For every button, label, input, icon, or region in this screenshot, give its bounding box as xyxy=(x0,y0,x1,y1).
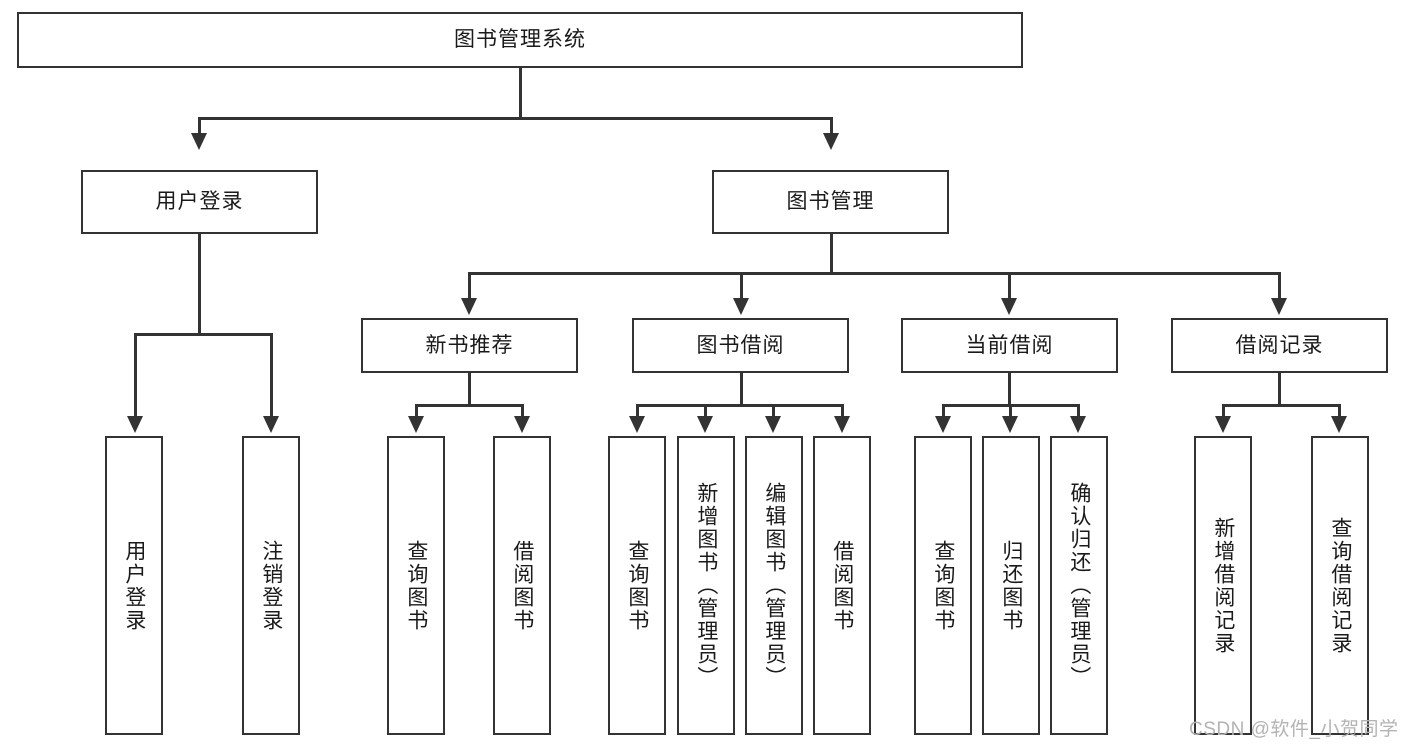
arrowhead-leaf-logout xyxy=(263,416,279,433)
leaf-nbr-query-book[interactable]: 查询图书 xyxy=(387,436,445,735)
connector-cb-drop-2 xyxy=(1009,404,1012,418)
connector-cb-stem xyxy=(1008,373,1011,406)
arrowhead-nbr-leaf-2 xyxy=(514,416,530,433)
arrowhead-current-borrow xyxy=(1001,298,1017,315)
node-label: 新增借阅记录 xyxy=(1211,516,1235,655)
node-label: 查询图书 xyxy=(625,539,649,632)
connector-br-bar xyxy=(1222,404,1340,407)
connector-cb-drop-1 xyxy=(942,404,945,418)
connector-br-drop-2 xyxy=(1338,404,1341,418)
node-borrow-record[interactable]: 借阅记录 xyxy=(1171,318,1388,373)
connector-nbr-bar xyxy=(415,404,523,407)
leaf-bb-add-book-admin[interactable]: 新增图书（管理员） xyxy=(677,436,735,735)
leaf-logout[interactable]: 注销登录 xyxy=(242,436,300,735)
node-new-book-recommend[interactable]: 新书推荐 xyxy=(361,318,578,373)
arrowhead-cb-leaf-1 xyxy=(935,416,951,433)
node-label: 新书推荐 xyxy=(425,333,514,357)
arrowhead-new-book-recommend xyxy=(461,298,477,315)
node-label: 用户登录 xyxy=(122,539,146,632)
node-label: 编辑图书（管理员） xyxy=(762,482,786,689)
arrowhead-book-management xyxy=(823,133,839,150)
connector-nbr-drop-2 xyxy=(521,404,524,418)
connector-nbr-stem xyxy=(468,373,471,406)
connector-root-stem xyxy=(519,68,522,118)
node-label: 确认归还（管理员） xyxy=(1067,482,1091,689)
connector-bb-bar xyxy=(636,404,843,407)
connector-user-login-drop-2 xyxy=(270,333,273,418)
connector-bb-stem xyxy=(740,373,743,406)
arrowhead-borrow-record xyxy=(1271,298,1287,315)
leaf-cb-confirm-return-admin[interactable]: 确认归还（管理员） xyxy=(1050,436,1108,735)
node-root-book-management-system[interactable]: 图书管理系统 xyxy=(17,12,1023,68)
connector-book-management-stem xyxy=(830,234,833,274)
connector-nbr-drop-1 xyxy=(415,404,418,418)
node-label: 当前借阅 xyxy=(965,333,1054,357)
connector-bb-drop-1 xyxy=(636,404,639,418)
connector-level2-drop-left xyxy=(198,117,201,135)
arrowhead-nbr-leaf-1 xyxy=(408,416,424,433)
node-book-management[interactable]: 图书管理 xyxy=(712,170,949,234)
leaf-user-login[interactable]: 用户登录 xyxy=(105,436,163,735)
node-label: 图书管理系统 xyxy=(454,28,586,52)
leaf-br-add-record[interactable]: 新增借阅记录 xyxy=(1194,436,1252,735)
arrowhead-leaf-user-login xyxy=(127,416,143,433)
connector-level3-bar xyxy=(468,272,1280,275)
arrowhead-user-login xyxy=(191,133,207,150)
leaf-cb-return-book[interactable]: 归还图书 xyxy=(982,436,1040,735)
node-label: 用户登录 xyxy=(155,190,244,214)
leaf-nbr-borrow-book[interactable]: 借阅图书 xyxy=(493,436,551,735)
arrowhead-bb-leaf-3 xyxy=(765,416,781,433)
leaf-cb-query-book[interactable]: 查询图书 xyxy=(914,436,972,735)
arrowhead-bb-leaf-1 xyxy=(629,416,645,433)
arrowhead-br-leaf-2 xyxy=(1331,416,1347,433)
leaf-bb-borrow-book[interactable]: 借阅图书 xyxy=(813,436,871,735)
leaf-bb-edit-book-admin[interactable]: 编辑图书（管理员） xyxy=(745,436,803,735)
arrowhead-book-borrow xyxy=(733,298,749,315)
connector-bb-drop-2 xyxy=(704,404,707,418)
node-label: 查询图书 xyxy=(404,539,428,632)
csdn-watermark: CSDN @软件_小贺同学 xyxy=(1189,719,1399,740)
node-user-login[interactable]: 用户登录 xyxy=(81,170,318,234)
node-book-borrow[interactable]: 图书借阅 xyxy=(632,318,849,373)
arrowhead-cb-leaf-2 xyxy=(1002,416,1018,433)
connector-bb-drop-3 xyxy=(772,404,775,418)
node-label: 借阅记录 xyxy=(1235,333,1324,357)
leaf-bb-query-book[interactable]: 查询图书 xyxy=(608,436,666,735)
node-label: 图书借阅 xyxy=(696,333,785,357)
node-label: 图书管理 xyxy=(786,190,875,214)
connector-level3-drop-1 xyxy=(468,272,471,300)
connector-level2-bar xyxy=(198,117,832,120)
node-label: 归还图书 xyxy=(999,539,1023,632)
node-label: 新增图书（管理员） xyxy=(694,482,718,689)
connector-user-login-bar xyxy=(134,333,273,336)
arrowhead-br-leaf-1 xyxy=(1215,416,1231,433)
connector-level3-drop-2 xyxy=(740,272,743,300)
connector-cb-drop-3 xyxy=(1077,404,1080,418)
connector-level3-drop-3 xyxy=(1008,272,1011,300)
connector-user-login-stem xyxy=(198,234,201,335)
arrowhead-bb-leaf-4 xyxy=(834,416,850,433)
connector-br-drop-1 xyxy=(1222,404,1225,418)
node-label: 查询图书 xyxy=(931,539,955,632)
node-label: 注销登录 xyxy=(259,539,283,632)
arrowhead-cb-leaf-3 xyxy=(1070,416,1086,433)
arrowhead-bb-leaf-2 xyxy=(697,416,713,433)
connector-br-stem xyxy=(1278,373,1281,406)
node-label: 借阅图书 xyxy=(510,539,534,632)
connector-level2-drop-right xyxy=(830,117,833,135)
node-label: 借阅图书 xyxy=(830,539,854,632)
connector-bb-drop-4 xyxy=(841,404,844,418)
node-label: 查询借阅记录 xyxy=(1328,516,1352,655)
node-current-borrow[interactable]: 当前借阅 xyxy=(901,318,1118,373)
leaf-br-query-record[interactable]: 查询借阅记录 xyxy=(1311,436,1369,735)
connector-user-login-drop-1 xyxy=(134,333,137,418)
connector-level3-drop-4 xyxy=(1278,272,1281,300)
